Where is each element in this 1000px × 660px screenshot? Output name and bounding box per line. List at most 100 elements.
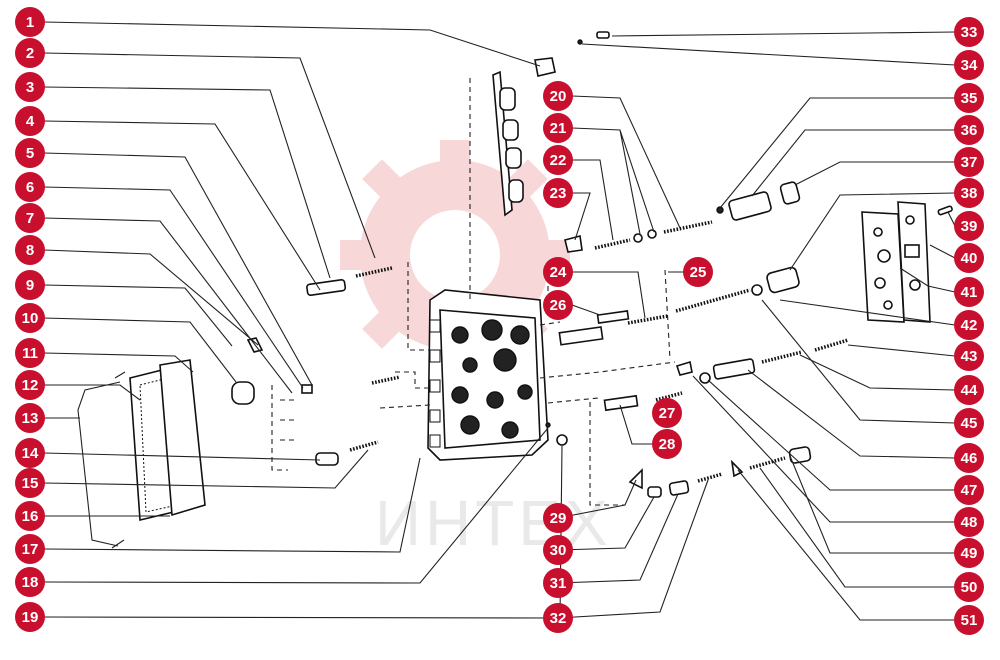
callout-badge-circle bbox=[15, 38, 45, 68]
callout-32: 32 bbox=[543, 603, 573, 633]
callout-number: 44 bbox=[961, 382, 978, 399]
callout-badge-circle bbox=[954, 178, 984, 208]
callout-36: 36 bbox=[954, 115, 984, 145]
callout-29: 29 bbox=[543, 503, 573, 533]
assembly-dashed-lines bbox=[271, 78, 676, 506]
callout-number: 10 bbox=[22, 310, 39, 327]
watermark-text: ИНТЕХ bbox=[375, 487, 612, 559]
callout-13: 13 bbox=[15, 403, 45, 433]
callout-number: 4 bbox=[26, 113, 35, 130]
callout-number: 40 bbox=[961, 250, 978, 267]
callout-number: 35 bbox=[961, 90, 978, 107]
callout-number: 49 bbox=[961, 545, 978, 562]
cover-plate-left bbox=[861, 211, 905, 323]
callout-23: 23 bbox=[543, 178, 573, 208]
callout-28: 28 bbox=[652, 429, 682, 459]
callout-number: 18 bbox=[22, 574, 39, 591]
callout-number: 26 bbox=[550, 297, 567, 314]
callout-badge-circle bbox=[15, 7, 45, 37]
callout-number: 7 bbox=[26, 210, 34, 227]
callout-number: 37 bbox=[961, 154, 978, 171]
callout-number: 51 bbox=[961, 612, 978, 629]
callout-badge-circle bbox=[954, 147, 984, 177]
callout-badge-circle bbox=[543, 603, 573, 633]
callout-badge-circle bbox=[954, 507, 984, 537]
callout-1: 1 bbox=[15, 7, 45, 37]
callout-number: 11 bbox=[22, 345, 38, 362]
callout-number: 34 bbox=[961, 57, 978, 74]
callout-badge-circle bbox=[543, 503, 573, 533]
callout-badge-circle bbox=[954, 83, 984, 113]
callout-number: 42 bbox=[961, 317, 978, 334]
callout-badge-circle bbox=[543, 290, 573, 320]
callout-badge-circle bbox=[15, 270, 45, 300]
callout-badge-circle bbox=[543, 178, 573, 208]
callout-4: 4 bbox=[15, 106, 45, 136]
callout-number: 27 bbox=[659, 405, 676, 422]
callout-48: 48 bbox=[954, 507, 984, 537]
callout-16: 16 bbox=[15, 501, 45, 531]
callout-badge-circle bbox=[954, 115, 984, 145]
callout-number: 36 bbox=[961, 122, 978, 139]
callout-number: 38 bbox=[961, 185, 978, 202]
separator-plate bbox=[492, 57, 556, 217]
callout-number: 46 bbox=[961, 450, 978, 467]
callout-badge-circle bbox=[652, 398, 682, 428]
callout-number: 2 bbox=[26, 45, 34, 62]
callout-number: 41 bbox=[961, 284, 978, 301]
callout-badge-circle bbox=[15, 72, 45, 102]
callout-50: 50 bbox=[954, 572, 984, 602]
callout-badge-circle bbox=[954, 475, 984, 505]
callout-11: 11 bbox=[15, 338, 45, 368]
callout-number: 22 bbox=[550, 152, 567, 169]
callout-badge-circle bbox=[15, 370, 45, 400]
callout-42: 42 bbox=[954, 310, 984, 340]
callout-number: 47 bbox=[961, 482, 978, 499]
callout-number: 16 bbox=[22, 508, 39, 525]
callout-badge-circle bbox=[15, 106, 45, 136]
callout-39: 39 bbox=[954, 211, 984, 241]
callout-number: 14 bbox=[22, 445, 39, 462]
callout-12: 12 bbox=[15, 370, 45, 400]
callout-9: 9 bbox=[15, 270, 45, 300]
callout-40: 40 bbox=[954, 243, 984, 273]
callout-number: 30 bbox=[550, 542, 567, 559]
callout-49: 49 bbox=[954, 538, 984, 568]
callout-number: 12 bbox=[22, 377, 39, 394]
callout-38: 38 bbox=[954, 178, 984, 208]
callout-number: 21 bbox=[550, 120, 567, 137]
callout-18: 18 bbox=[15, 567, 45, 597]
callout-number: 29 bbox=[550, 510, 567, 527]
callout-41: 41 bbox=[954, 277, 984, 307]
callout-number: 45 bbox=[961, 415, 978, 432]
callout-26: 26 bbox=[543, 290, 573, 320]
callout-badge-circle bbox=[954, 50, 984, 80]
callout-51: 51 bbox=[954, 605, 984, 635]
callout-badge-circle bbox=[954, 443, 984, 473]
callout-badge-circle bbox=[954, 538, 984, 568]
callout-badge-circle bbox=[543, 113, 573, 143]
callout-27: 27 bbox=[652, 398, 682, 428]
callout-badge-circle bbox=[15, 303, 45, 333]
callout-badge-circle bbox=[543, 257, 573, 287]
callout-number: 1 bbox=[26, 14, 34, 31]
callout-badge-circle bbox=[954, 310, 984, 340]
filter-gasket bbox=[159, 359, 206, 517]
callout-badge-circle bbox=[954, 211, 984, 241]
callout-number: 20 bbox=[550, 88, 567, 105]
callout-number: 33 bbox=[961, 24, 978, 41]
valve-parts bbox=[231, 31, 953, 498]
callout-6: 6 bbox=[15, 172, 45, 202]
callout-35: 35 bbox=[954, 83, 984, 113]
callout-number: 19 bbox=[22, 609, 39, 626]
callout-24: 24 bbox=[543, 257, 573, 287]
callout-number: 50 bbox=[961, 579, 978, 596]
callout-5: 5 bbox=[15, 138, 45, 168]
callout-43: 43 bbox=[954, 341, 984, 371]
callout-badge-circle bbox=[15, 203, 45, 233]
callout-badge-circle bbox=[15, 501, 45, 531]
callout-number: 13 bbox=[22, 410, 39, 427]
callout-number: 5 bbox=[26, 145, 34, 162]
